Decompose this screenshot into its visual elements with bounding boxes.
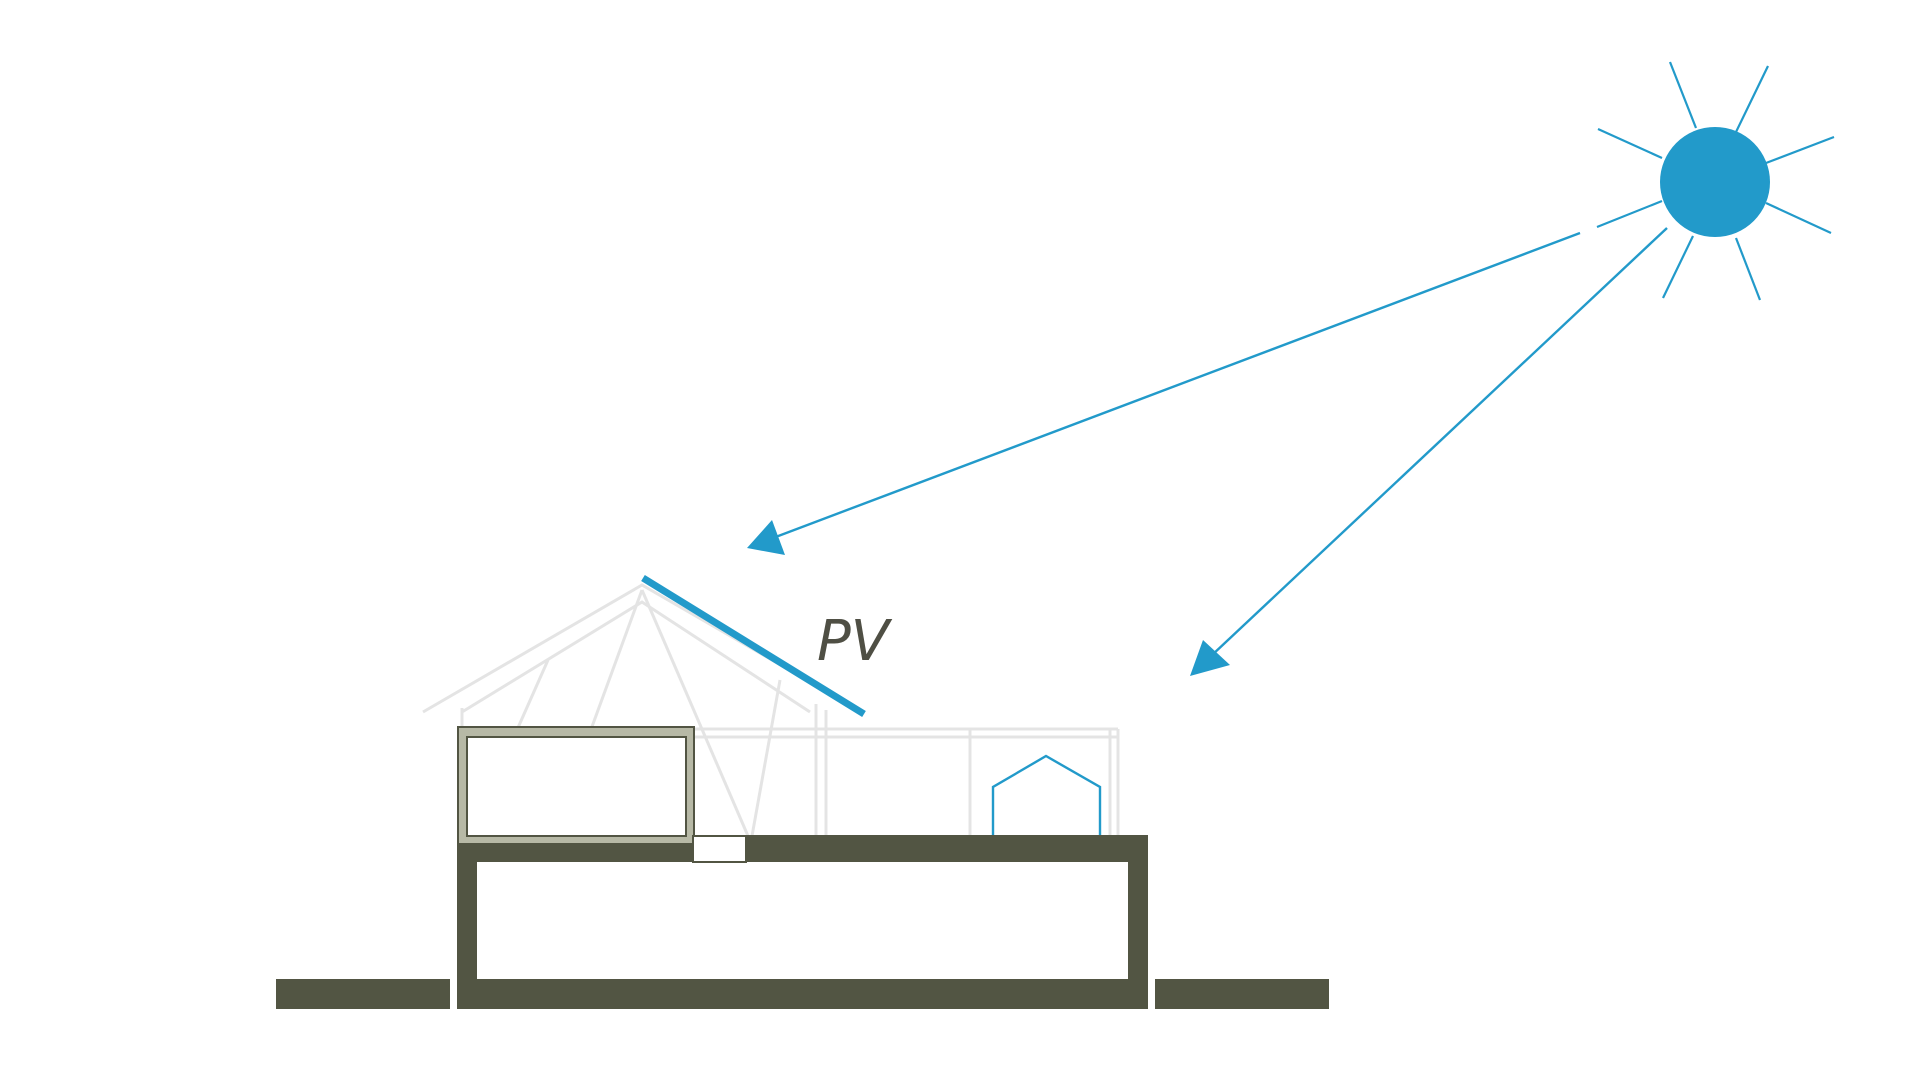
pv-panel: [641, 575, 866, 717]
arrow-head-to-pv: [747, 520, 785, 555]
sun-icon: [1596, 61, 1835, 301]
deck-slab-left: [457, 845, 693, 862]
basement-wall-left: [457, 845, 477, 1009]
deck-slab-right: [746, 835, 1148, 862]
pv-label: PV: [817, 609, 893, 674]
framed-box: [457, 726, 695, 845]
ground-right: [1155, 979, 1329, 1009]
sun-ray: [1662, 235, 1694, 299]
arrow-icon: [1190, 227, 1668, 676]
sun-ray: [1596, 199, 1663, 229]
sun-disc: [1660, 127, 1770, 237]
framed-box-inner: [466, 736, 687, 837]
arrow-shaft-to-pv: [772, 231, 1581, 540]
basement-floor: [457, 979, 1148, 1009]
arrow-shaft-to-ground: [1210, 227, 1668, 657]
ground: [276, 979, 1329, 1009]
basement-wall-right: [1128, 835, 1148, 1009]
arrow-icon: [747, 231, 1581, 555]
sun-ray: [1735, 65, 1769, 133]
roof-inner-slope: [461, 600, 811, 714]
roof-support: [640, 589, 750, 837]
sunlight-arrows: [747, 227, 1668, 676]
sun-ray: [1765, 135, 1835, 165]
sun-rays: [1596, 61, 1835, 301]
basement-structure: [457, 835, 1148, 1009]
skylight-opening: [692, 835, 747, 863]
ground-left: [276, 979, 450, 1009]
sun-ray: [1597, 127, 1663, 160]
roof-structure-outline: [422, 583, 1120, 837]
sun-ray: [1668, 61, 1698, 129]
sun-ray: [1734, 237, 1762, 301]
sun-ray: [1765, 202, 1832, 234]
arrow-head-to-ground: [1190, 640, 1230, 676]
house-icon: [991, 754, 1102, 836]
roof-support: [750, 679, 782, 837]
